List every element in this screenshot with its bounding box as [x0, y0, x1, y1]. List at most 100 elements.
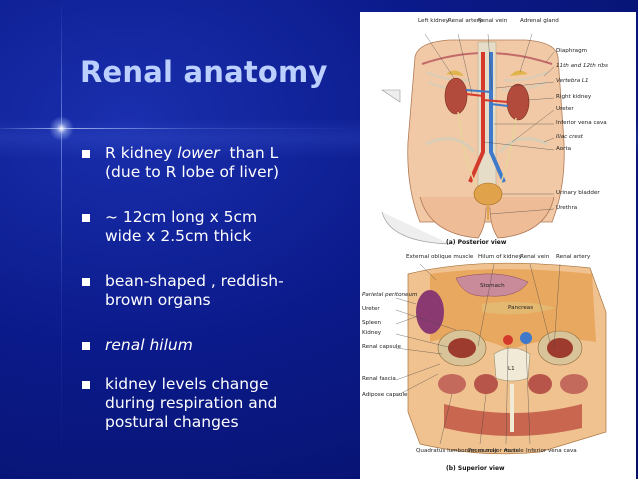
label-renal-artery-sup: Renal artery: [556, 254, 591, 260]
bullet-square-icon: [82, 150, 90, 158]
label-stomach: Stomach: [480, 283, 505, 289]
bullet-square-icon: [82, 278, 90, 286]
bullet-item: bean-shaped , reddish- brown organs: [82, 272, 362, 310]
horizontal-glow-line: [0, 128, 360, 129]
bullet-text-italic: renal hilum: [105, 336, 193, 354]
ribs: [425, 70, 549, 92]
label-aorta-sup: Aorta: [504, 448, 519, 454]
bullet-text-part: R kidney: [105, 144, 178, 162]
spleen: [416, 290, 444, 334]
ureter: [457, 111, 479, 191]
bullet-text: bean-shaped , reddish- brown organs: [105, 272, 362, 310]
superior-view-illustration: L1: [362, 254, 607, 472]
label-renal-capsule: Renal capsule: [362, 344, 401, 350]
bullet-text-part: than L: [219, 144, 279, 162]
aorta: [468, 52, 485, 183]
label-renal-fascia: Renal fascia: [362, 376, 396, 382]
label-vertebra: Vertebra L1: [556, 78, 589, 84]
label-ureter-sup: Ureter: [362, 306, 380, 312]
bullet-text-line: bean-shaped , reddish-: [105, 272, 284, 290]
spine: [477, 41, 497, 203]
right-kidney-core: [547, 338, 573, 358]
ivc-section: [520, 332, 532, 344]
bullet-text: R kidney lower than L (due to R lobe of …: [105, 144, 362, 182]
bullet-text-line: postural changes: [105, 413, 239, 431]
adrenal-gland: [510, 70, 528, 76]
bullet-square-icon: [82, 214, 90, 222]
psoas-major: [528, 374, 552, 394]
spinous-process: [510, 384, 514, 432]
label-adipose-capsule: Adipose capsule: [362, 392, 408, 398]
vertical-glow-line: [61, 0, 62, 479]
renal-vein: [465, 89, 509, 107]
bullet-item: renal hilum: [82, 336, 362, 355]
quadratus-lumborum: [438, 374, 466, 394]
bullet-square-icon: [82, 381, 90, 389]
bullet-text-line: kidney levels change: [105, 375, 269, 393]
bullet-text: ~ 12cm long x 5cm wide x 2.5cm thick: [105, 208, 362, 246]
label-iliac-crest: Iliac crest: [556, 134, 584, 140]
anatomy-illustration: Left kidney Renal artery Renal vein Adre…: [362, 18, 608, 472]
label-parietal-peritoneum: Parietal peritoneum: [362, 292, 418, 298]
quadratus-lumborum: [560, 374, 588, 394]
bullet-item: ~ 12cm long x 5cm wide x 2.5cm thick: [82, 208, 362, 246]
posterior-view-illustration: Left kidney Renal artery Renal vein Adre…: [381, 18, 608, 246]
bullet-text-line: during respiration and: [105, 394, 278, 412]
label-external-oblique: External oblique muscle: [406, 254, 474, 260]
label-ivc-sup: Inferior vena cava: [526, 448, 577, 454]
label-psoas-major: Psoas major muscle: [468, 448, 524, 454]
caption-superior-view: (b) Superior view: [446, 465, 505, 472]
bullet-text-line: ~ 12cm long x 5cm: [105, 208, 258, 226]
psoas-major: [474, 374, 498, 394]
adrenal-gland: [446, 70, 464, 76]
label-quadratus-lumborum: Quadratus lumborum muscle: [416, 448, 498, 454]
bullet-text: renal hilum: [105, 336, 362, 355]
sparkle-icon: [49, 116, 74, 141]
bullet-text-line: (due to R lobe of liver): [105, 163, 280, 181]
bullet-text: kidney levels change during respiration …: [105, 375, 362, 432]
stomach: [455, 273, 529, 297]
label-left-kidney: Left kidney: [418, 18, 450, 24]
left-kidney: [444, 77, 468, 115]
label-aorta: Aorta: [556, 146, 571, 152]
label-ureter: Ureter: [556, 106, 574, 112]
iliac-crest: [425, 137, 549, 153]
buttocks: [419, 196, 555, 239]
label-inferior-vena-cava: Inferior vena cava: [556, 120, 607, 126]
label-urinary-bladder: Urinary bladder: [556, 190, 600, 196]
leader-lines: [424, 33, 555, 215]
label-pancreas: Pancreas: [508, 305, 533, 311]
label-right-kidney: Right kidney: [556, 94, 592, 100]
bullet-text-line: brown organs: [105, 291, 211, 309]
bullet-text-line: wide x 2.5cm thick: [105, 227, 252, 245]
pancreas: [482, 301, 556, 315]
label-renal-artery: Renal artery: [448, 18, 483, 24]
label-diaphragm: Diaphragm: [556, 48, 587, 54]
label-spleen: Spleen: [362, 320, 382, 326]
label-renal-vein-sup: Renal vein: [520, 254, 550, 260]
aorta-section: [503, 335, 513, 345]
orientation-arrow: [381, 89, 451, 245]
ureter: [497, 117, 517, 191]
right-kidney: [506, 83, 530, 121]
label-urethra: Urethra: [556, 205, 577, 211]
label-renal-vein: Renal vein: [478, 18, 508, 24]
vertebra-l1: [493, 347, 531, 382]
anatomy-figure: Left kidney Renal artery Renal vein Adre…: [360, 12, 636, 479]
label-l1: L1: [508, 366, 515, 372]
leader-lines: [395, 263, 561, 445]
slide-title: Renal anatomy: [80, 55, 328, 89]
inferior-vena-cava: [489, 52, 506, 183]
bullet-item: kidney levels change during respiration …: [82, 375, 362, 432]
label-hilum: Hilum of kidney: [478, 254, 523, 260]
renal-artery: [465, 93, 509, 103]
urinary-bladder: [473, 182, 503, 206]
bullet-item: R kidney lower than L (due to R lobe of …: [82, 144, 362, 182]
label-ribs: 11th and 12th ribs: [556, 63, 608, 69]
label-kidney-sup: Kidney: [362, 330, 382, 336]
bullet-text-italic: lower: [177, 144, 220, 162]
bullet-square-icon: [82, 342, 90, 350]
caption-posterior-view: (a) Posterior view: [446, 239, 507, 246]
left-kidney-core: [448, 338, 476, 358]
